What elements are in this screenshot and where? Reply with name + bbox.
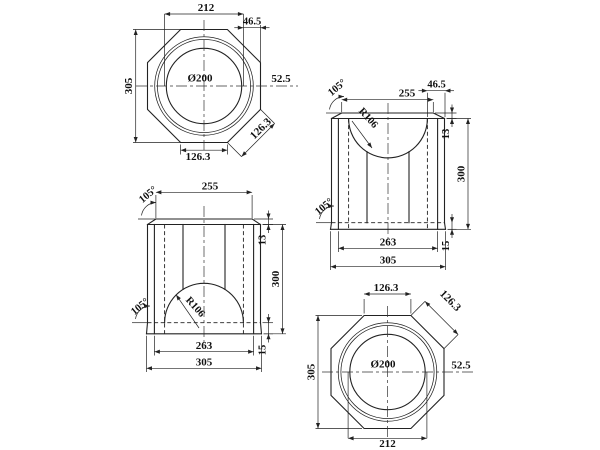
dim-label-255: 255 bbox=[202, 181, 219, 193]
dim-label-263: 263 bbox=[196, 340, 213, 352]
angle-arc-top bbox=[329, 94, 345, 110]
octagon-outline bbox=[330, 314, 445, 430]
dim-label-212: 212 bbox=[379, 438, 396, 450]
dim-label-255: 255 bbox=[399, 88, 416, 100]
dim-label-126-top: 126.3 bbox=[374, 282, 399, 294]
dim-label-15: 15 bbox=[441, 241, 452, 252]
dim-label-bore: Ø200 bbox=[370, 359, 396, 371]
ext-line-diag-2 bbox=[260, 109, 275, 124]
dim-label-126-diagonal: 126.3 bbox=[437, 288, 463, 314]
dim-label-52-5: 52.5 bbox=[271, 73, 291, 85]
dim-label-305: 305 bbox=[196, 357, 213, 369]
flange-side-right bbox=[443, 222, 447, 230]
dim-label-300: 300 bbox=[456, 165, 468, 182]
flange-side-right bbox=[259, 322, 263, 335]
dim-label-r106: R106 bbox=[183, 295, 207, 320]
dim-label-46-5: 46.5 bbox=[243, 17, 261, 28]
leader-r106 bbox=[351, 120, 373, 149]
lip-chamfer-left bbox=[146, 218, 157, 226]
dim-label-angle-bottom: 105° bbox=[129, 296, 151, 317]
dim-label-15: 15 bbox=[258, 345, 269, 356]
dim-label-52-5: 52.5 bbox=[451, 360, 471, 372]
ext-line-diag-2 bbox=[443, 334, 459, 349]
dim-label-bore: Ø200 bbox=[187, 73, 213, 85]
lip-chamfer-left bbox=[330, 112, 343, 120]
ext-line-diag-1 bbox=[410, 301, 426, 316]
dim-label-212: 212 bbox=[198, 2, 215, 14]
lip-chamfer-right bbox=[432, 112, 446, 120]
dim-label-13: 13 bbox=[441, 129, 452, 140]
lip-chamfer-right bbox=[251, 218, 262, 226]
dim-label-46-5: 46.5 bbox=[427, 80, 445, 91]
dome-arc bbox=[164, 282, 244, 324]
dim-label-305: 305 bbox=[306, 363, 318, 380]
dim-label-300: 300 bbox=[270, 270, 282, 287]
dim-label-263: 263 bbox=[380, 237, 397, 249]
flange-side-left bbox=[329, 222, 333, 230]
dim-label-angle-top: 105° bbox=[326, 77, 348, 98]
angle-arc-top bbox=[141, 200, 157, 216]
dim-line-126-diagonal bbox=[241, 123, 275, 157]
leader-r106 bbox=[175, 294, 200, 329]
dim-label-305: 305 bbox=[123, 77, 135, 94]
elevation-view-bottom-left: R106 255 105° 105° 13 300 15 bbox=[129, 181, 286, 372]
dim-label-126-bottom: 126.3 bbox=[186, 151, 211, 163]
angle-arc-bottom bbox=[319, 204, 335, 220]
dim-label-angle-bottom: 105° bbox=[313, 196, 335, 217]
plan-view-top-left: 212 46.5 305 Ø200 52.5 126.3 126.3 bbox=[123, 2, 298, 163]
dim-label-305: 305 bbox=[380, 255, 397, 267]
angle-arc-bottom bbox=[135, 304, 151, 320]
flange-side-left bbox=[145, 322, 149, 335]
lip-edge-inner-circle bbox=[340, 325, 435, 419]
dim-label-13: 13 bbox=[258, 235, 269, 246]
dim-line-126-diagonal bbox=[424, 301, 459, 335]
plan-view-bottom-right: 126.3 126.3 305 Ø200 52.5 212 bbox=[306, 282, 475, 450]
ext-line-diag-1 bbox=[227, 142, 242, 157]
elevation-view-top-right: R106 255 46.5 105° 105° 13 300 bbox=[313, 77, 471, 270]
